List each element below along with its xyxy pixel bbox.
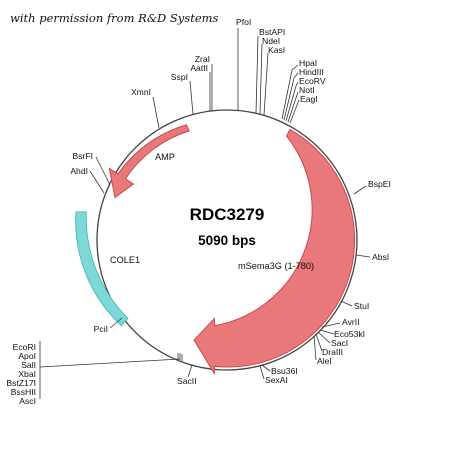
stui-tick: [340, 300, 353, 307]
hindiii-tick: [283, 72, 299, 121]
site-ecori: EcoRI: [13, 342, 36, 352]
ahdi-tick: [89, 170, 105, 194]
site-avrii: AvrII: [342, 317, 360, 327]
site-xbai: XbaI: [18, 369, 36, 379]
draiii-tick: [315, 333, 323, 352]
site-bsu36i: Bsu36I: [271, 366, 298, 376]
sspi-tick: [189, 80, 194, 115]
hpai-tick: [281, 64, 299, 120]
bspei-tick: [353, 185, 367, 195]
site-asci: AscI: [19, 396, 36, 406]
eagi-tick: [289, 99, 300, 124]
site-saci: SacI: [331, 338, 348, 348]
site-bstz17i: BstZ17I: [6, 378, 36, 388]
site-sali: SalI: [21, 360, 36, 370]
noti-tick: [287, 91, 299, 123]
mcs-leader: [39, 358, 181, 368]
site-zrai: ZraI: [195, 54, 210, 64]
site-pcii: PciI: [94, 324, 108, 334]
site-eagi: EagI: [300, 94, 318, 104]
alei-tick: [313, 335, 317, 361]
bsrfi-tick: [95, 156, 111, 186]
ndei-tick: [259, 43, 263, 115]
saci-tick: [317, 331, 331, 344]
cole1-region: [75, 211, 129, 327]
site-apoi: ApoI: [18, 351, 36, 361]
site-aatii: AatII: [190, 63, 208, 73]
site-ahdi: AhdI: [70, 166, 88, 176]
bstapi-tick: [255, 35, 259, 114]
site-hindiii: HindIII: [299, 67, 324, 77]
insert-arrow: [193, 128, 356, 376]
site-sspi: SspI: [171, 72, 188, 82]
ecorv-tick: [285, 81, 299, 122]
amp-arrow: [108, 124, 190, 199]
site-xmni: XmnI: [131, 87, 151, 97]
avrii-tick: [321, 322, 341, 328]
cole1-label: COLE1: [110, 255, 140, 265]
eco53ki-tick: [319, 329, 335, 335]
site-kasi: KasI: [268, 45, 285, 55]
site-ndei: NdeI: [262, 36, 280, 46]
site-noti: NotI: [299, 85, 315, 95]
site-pfoi: PfoI: [236, 17, 251, 27]
kasi-tick: [263, 52, 269, 116]
plasmid-name: RDC3279: [190, 205, 265, 224]
plasmid-backbone: [96, 109, 358, 371]
site-ecorv: EcoRV: [299, 76, 326, 86]
site-sacii: SacII: [177, 376, 197, 386]
absi-tick: [355, 254, 371, 258]
site-eco53ki: Eco53kI: [334, 329, 365, 339]
permission-note: with permission from R&D Systems: [10, 11, 219, 25]
sexai-tick: [259, 365, 265, 380]
site-sexai: SexAI: [265, 375, 288, 385]
site-bsrfi: BsrFI: [72, 151, 93, 161]
amp-label: AMP: [155, 152, 175, 162]
insert-label: mSema3G (1-780): [238, 261, 314, 271]
site-alei: AleI: [317, 356, 332, 366]
bsu36i-tick: [261, 364, 271, 372]
site-draiii: DraIII: [322, 347, 343, 357]
site-bstapi: BstAPI: [259, 27, 285, 37]
pcii-tick: [109, 317, 123, 329]
site-absi: AbsI: [372, 252, 389, 262]
site-bspei: BspEI: [368, 179, 391, 189]
xmni-tick: [152, 96, 160, 129]
site-stui: StuI: [354, 301, 369, 311]
site-hpai: HpaI: [299, 58, 317, 68]
plasmid-size: 5090 bps: [198, 233, 256, 248]
site-bsshii: BssHII: [11, 387, 36, 397]
sacii-tick: [187, 364, 193, 378]
